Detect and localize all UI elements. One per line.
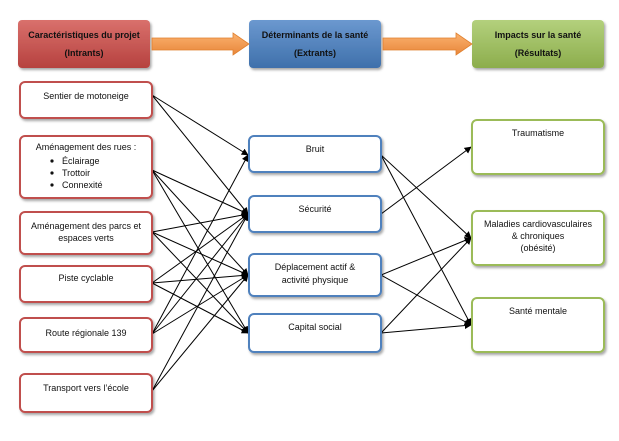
connector-arrow-transport-to-securite (151, 213, 249, 392)
header-intrants-title: Caractéristiques du projet (28, 30, 140, 40)
input-piste-label: Piste cyclable (58, 273, 113, 283)
input-parcs-line-1: Aménagement des parcs et (31, 221, 142, 231)
input-piste: Piste cyclable (19, 265, 153, 303)
input-sentier-label: Sentier de motoneige (43, 91, 129, 101)
result-mentale-label: Santé mentale (509, 306, 567, 316)
connector-arrow-deplacement-to-mentale (380, 274, 472, 326)
result-maladies: Maladies cardiovasculaires & chroniques … (471, 210, 605, 266)
input-route-label: Route régionale 139 (45, 328, 126, 338)
header-resultats: Impacts sur la santé (Résultats) (472, 20, 604, 68)
output-deplacement: Déplacement actif & activité physique (248, 253, 382, 297)
connector-arrow-sentier-to-bruit (151, 94, 249, 156)
input-rues: Aménagement des rues : Éclairage Trottoi… (19, 135, 153, 199)
result-maladies-line-2: & chroniques (512, 231, 565, 241)
connector-arrow-deplacement-to-maladies (380, 237, 472, 276)
input-sentier: Sentier de motoneige (19, 81, 153, 119)
header-extrants: Déterminants de la santé (Extrants) (249, 20, 381, 68)
connector-arrow-parcs-to-capital (151, 231, 249, 334)
header-resultats-title: Impacts sur la santé (495, 30, 582, 40)
connector-arrow-route-to-bruit (151, 154, 249, 335)
input-rues-bullet-2: Trottoir (62, 168, 90, 178)
connector-arrow-transport-to-deplacement (151, 274, 249, 392)
connector-arrow-capital-to-mentale (380, 322, 472, 334)
input-transport-label: Transport vers l’école (43, 383, 129, 393)
connector-arrow-parcs-to-deplacement (151, 231, 249, 276)
input-rues-label: Aménagement des rues : (36, 142, 137, 152)
connector-arrow-piste-to-deplacement (151, 272, 249, 284)
connector-arrow-parcs-to-securite (151, 211, 249, 233)
output-securite-label: Sécurité (298, 204, 331, 214)
connector-arrow-capital-to-maladies (380, 237, 472, 334)
connector-arrow-sentier-to-securite (151, 94, 249, 215)
arrow-extrants-to-resultats (382, 32, 473, 56)
output-securite: Sécurité (248, 195, 382, 233)
connector-arrow-bruit-to-maladies (380, 154, 472, 239)
output-capital-label: Capital social (288, 322, 342, 332)
bullet-icon (50, 183, 54, 187)
output-bruit: Bruit (248, 135, 382, 173)
arrow-intrants-to-extrants (151, 32, 250, 56)
output-bruit-label: Bruit (306, 144, 325, 154)
result-mentale: Santé mentale (471, 297, 605, 353)
connector-arrow-piste-to-securite (151, 213, 249, 284)
output-deplacement-line-1: Déplacement actif & (275, 262, 356, 272)
input-parcs: Aménagement des parcs et espaces verts (19, 211, 153, 255)
header-intrants-sub: (Intrants) (65, 48, 104, 58)
connector-arrow-securite-to-trauma (380, 146, 472, 215)
bullet-icon (50, 171, 54, 175)
result-trauma: Traumatisme (471, 119, 605, 175)
header-resultats-sub: (Résultats) (515, 48, 562, 58)
header-extrants-title: Déterminants de la santé (262, 30, 369, 40)
header-extrants-sub: (Extrants) (294, 48, 336, 58)
input-rues-bullet-3: Connexité (62, 180, 103, 190)
result-maladies-line-1: Maladies cardiovasculaires (484, 219, 593, 229)
input-parcs-line-2: espaces verts (58, 233, 114, 243)
result-trauma-label: Traumatisme (512, 128, 564, 138)
input-rues-bullet-1: Éclairage (62, 156, 100, 166)
output-capital: Capital social (248, 313, 382, 353)
input-route: Route régionale 139 (19, 317, 153, 353)
connector-arrow-bruit-to-mentale (380, 154, 472, 326)
connector-arrow-rues-to-capital (151, 169, 249, 334)
connector-arrow-route-to-deplacement (151, 274, 249, 335)
header-intrants: Caractéristiques du projet (Intrants) (18, 20, 150, 68)
result-maladies-line-3: (obésité) (520, 243, 555, 253)
output-deplacement-line-2: activité physique (282, 275, 349, 285)
connector-layer (151, 94, 472, 392)
input-transport: Transport vers l’école (19, 373, 153, 413)
bullet-icon (50, 159, 54, 163)
connector-arrow-rues-to-securite (151, 169, 249, 215)
connector-arrow-piste-to-capital (151, 282, 249, 334)
connector-arrow-route-to-securite (151, 213, 249, 335)
